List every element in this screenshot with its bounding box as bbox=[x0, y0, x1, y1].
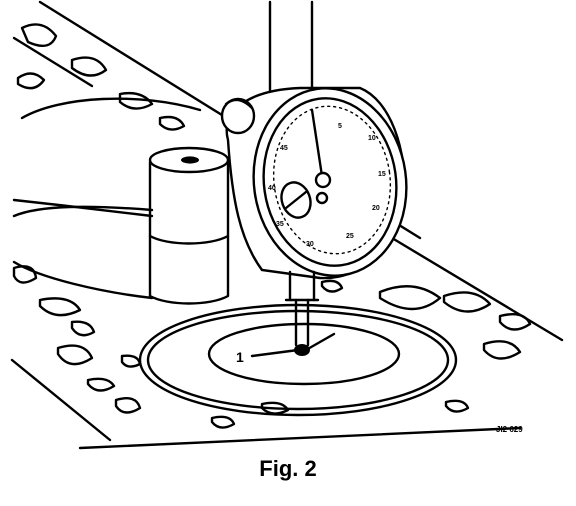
dial-numeral: 35 bbox=[276, 221, 284, 228]
gasket-surface bbox=[10, 0, 564, 450]
dial-numeral: 30 bbox=[306, 241, 314, 248]
gauge-stand-block bbox=[148, 146, 230, 305]
dial-numeral: 10 bbox=[368, 135, 376, 142]
dial-numeral: 45 bbox=[280, 145, 288, 152]
dial-numerals: 5 10 15 20 25 30 35 40 45 bbox=[268, 123, 386, 248]
cylinder-bore bbox=[138, 303, 458, 417]
dial-indicator bbox=[220, 86, 408, 356]
dial-numeral: 40 bbox=[268, 185, 276, 192]
dial-numeral: 5 bbox=[338, 123, 342, 130]
dial-numeral: 15 bbox=[378, 171, 386, 178]
part-label: 1 bbox=[236, 349, 244, 365]
callout-1: 1 bbox=[236, 332, 336, 365]
figure-caption: Fig. 2 bbox=[259, 456, 317, 481]
dial-numeral: 25 bbox=[346, 233, 354, 240]
dial-numeral: 20 bbox=[372, 205, 380, 212]
figure-code: JI2 629 bbox=[496, 425, 523, 434]
